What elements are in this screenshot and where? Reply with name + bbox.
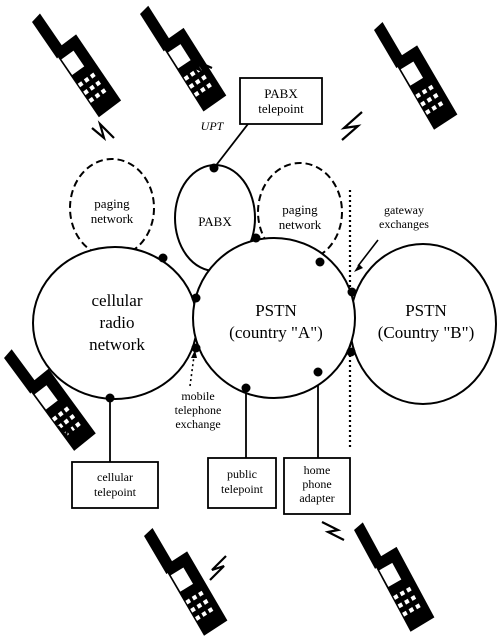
connection-dot xyxy=(241,383,251,393)
radio-link xyxy=(209,555,227,581)
connection-dot xyxy=(315,257,325,267)
exchange-arrowhead xyxy=(191,350,197,358)
radio-link xyxy=(321,521,345,541)
connection-dot xyxy=(313,367,323,377)
radio-link xyxy=(91,120,115,142)
pstn-a-label: PSTN(country "A") xyxy=(229,301,323,342)
cellular-telepoint-box xyxy=(71,461,159,509)
connection-dot xyxy=(347,287,357,297)
exchange-arrow xyxy=(189,355,195,387)
mobile-phone-icon xyxy=(142,516,230,640)
home-phone-adapter-box xyxy=(283,457,351,515)
pabx-telepoint-box xyxy=(239,77,323,125)
pabx-label: PABX xyxy=(198,214,232,229)
gateway-arrowhead xyxy=(354,264,363,272)
mobile-phone-icon xyxy=(138,0,229,121)
link-pabx-telepoint xyxy=(213,123,249,169)
connection-dot xyxy=(346,347,356,357)
gateway-arrow xyxy=(357,239,379,267)
mobile-phone-icon xyxy=(372,10,460,138)
connection-dot xyxy=(251,233,261,243)
connection-dot xyxy=(209,163,219,173)
connection-dot xyxy=(191,343,201,353)
pstn-b-label: PSTN(Country "B") xyxy=(378,301,475,342)
radio-link xyxy=(185,57,213,73)
mobile-phone-icon xyxy=(352,512,437,639)
upt-label: UPT xyxy=(201,119,225,133)
connection-dot xyxy=(158,253,168,263)
connection-dot xyxy=(191,293,201,303)
radio-link xyxy=(57,423,79,441)
connection-dot xyxy=(105,393,115,403)
radio-link xyxy=(340,111,363,141)
public-telepoint-box xyxy=(207,457,277,509)
mobile-phone-icon xyxy=(30,0,124,128)
pstn-country-a xyxy=(192,237,356,399)
